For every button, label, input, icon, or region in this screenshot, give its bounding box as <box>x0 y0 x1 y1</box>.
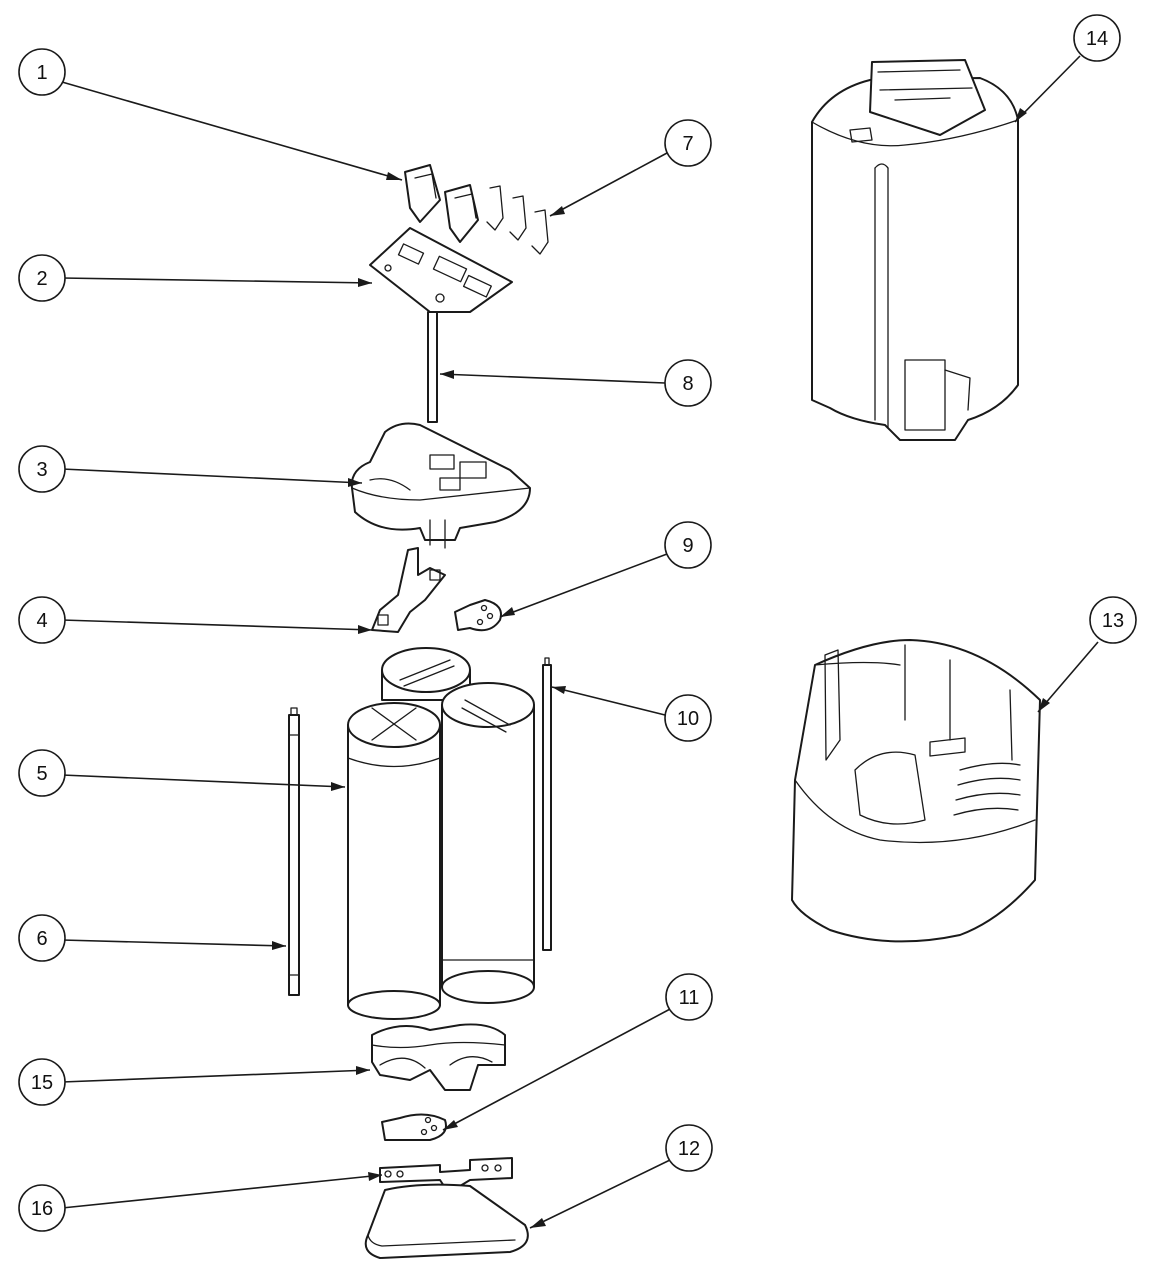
callout-14: 14 <box>1073 14 1121 62</box>
leader-5 <box>61 774 346 788</box>
part-6-rod <box>288 707 300 996</box>
svg-text:14: 14 <box>1086 28 1108 50</box>
leader-7 <box>549 152 668 217</box>
leader-11 <box>442 1007 673 1131</box>
leader-15 <box>61 1069 371 1083</box>
leader-16 <box>61 1174 383 1209</box>
callout-2: 2 <box>18 254 66 302</box>
callout-13: 13 <box>1089 596 1137 644</box>
part-8-pin <box>427 311 438 423</box>
svg-text:3: 3 <box>36 459 47 481</box>
svg-text:8: 8 <box>682 373 693 395</box>
part-4-connecting-strap <box>371 547 446 633</box>
svg-text:13: 13 <box>1102 610 1124 632</box>
callout-1: 1 <box>18 48 66 96</box>
part-10-rod <box>542 657 552 951</box>
callout-4: 4 <box>18 596 66 644</box>
leader-14 <box>1014 55 1081 123</box>
part-9-terminal-tab <box>454 599 502 632</box>
leader-12 <box>529 1159 671 1229</box>
callout-7: 7 <box>664 119 712 167</box>
leader-10 <box>551 686 666 716</box>
svg-text:9: 9 <box>682 535 693 557</box>
callout-11: 11 <box>665 973 713 1021</box>
callout-8: 8 <box>664 359 712 407</box>
part-13-housing-bottom <box>791 639 1041 943</box>
callout-15: 15 <box>18 1058 66 1106</box>
callout-5: 5 <box>18 749 66 797</box>
svg-text:15: 15 <box>31 1072 53 1094</box>
svg-text:12: 12 <box>678 1138 700 1160</box>
leader-2 <box>61 277 373 284</box>
callout-16: 16 <box>18 1184 66 1232</box>
part-12-base-plate <box>364 1183 529 1259</box>
svg-text:16: 16 <box>31 1198 53 1220</box>
leader-13 <box>1037 641 1099 713</box>
svg-text:2: 2 <box>36 268 47 290</box>
part-16-connector-strip <box>379 1157 513 1187</box>
part-5-battery-cells <box>347 647 535 1020</box>
leader-3 <box>61 468 363 484</box>
callout-10: 10 <box>664 694 712 742</box>
part-7-spring-contacts <box>486 185 549 255</box>
part-14-housing-top <box>811 59 1019 441</box>
leader-lines <box>61 55 1099 1229</box>
part-15-cell-base-holder <box>371 1023 506 1091</box>
svg-text:1: 1 <box>36 62 47 84</box>
svg-text:7: 7 <box>682 133 693 155</box>
svg-text:5: 5 <box>36 763 47 785</box>
part-11-terminal-tab <box>381 1113 447 1141</box>
leader-4 <box>61 619 373 631</box>
leader-arrowheads <box>272 108 1050 1228</box>
svg-text:11: 11 <box>679 987 700 1009</box>
svg-text:10: 10 <box>677 708 699 730</box>
callout-6: 6 <box>18 914 66 962</box>
part-3-cell-holder-top <box>350 422 531 549</box>
callout-9: 9 <box>664 521 712 569</box>
leader-8 <box>439 373 666 384</box>
svg-text:6: 6 <box>36 928 47 950</box>
part-2-pcb-board <box>369 227 513 313</box>
leader-6 <box>61 939 287 947</box>
leader-1 <box>61 81 403 181</box>
part-1-contact-clips <box>404 164 479 243</box>
svg-text:4: 4 <box>36 610 47 632</box>
callout-3: 3 <box>18 445 66 493</box>
callout-12: 12 <box>665 1124 713 1172</box>
leader-9 <box>499 553 668 618</box>
